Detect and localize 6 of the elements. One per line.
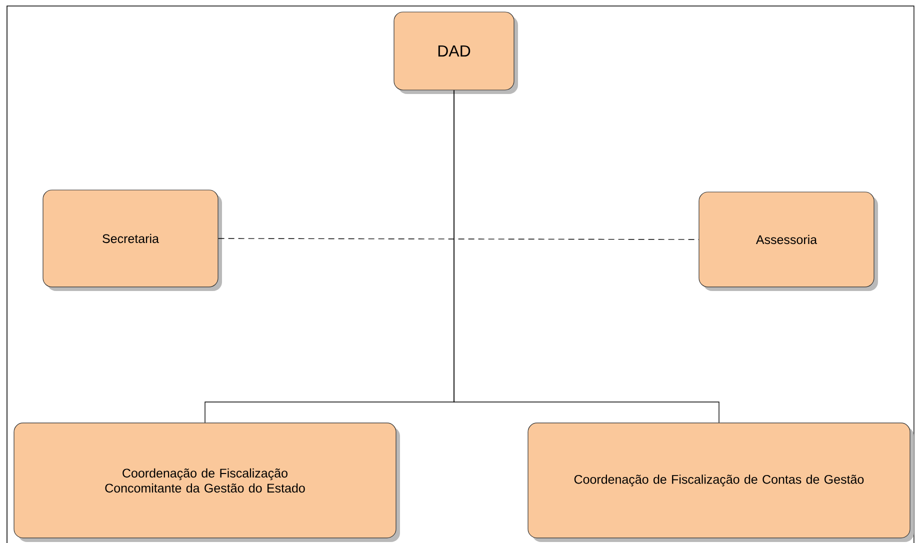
org-box: Coordenação de Fiscalização de Contas de Gestão [528, 422, 914, 542]
org-box: DAD [394, 12, 518, 94]
connector-line [454, 90, 720, 424]
org-box: Secretaria [42, 190, 222, 291]
org-box: Coordenação de Fiscalização Concomitante da Gestão do Estado [14, 422, 400, 542]
org-box: Assessoria [698, 192, 878, 291]
